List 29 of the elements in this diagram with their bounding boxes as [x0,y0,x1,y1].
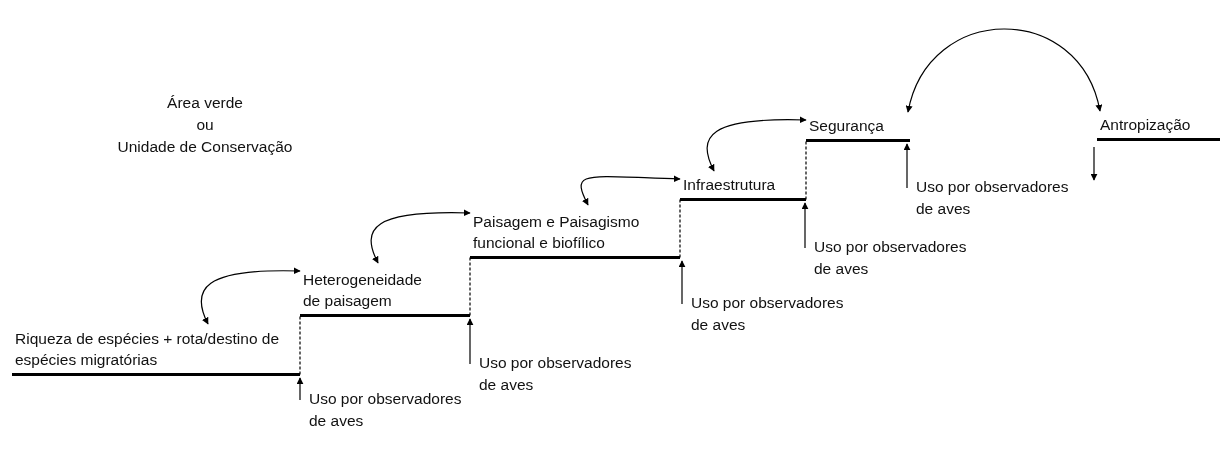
annotation-text: Uso por observadores de aves [479,353,633,395]
step-label: Segurança [809,116,885,136]
dashed-riser [299,314,301,376]
annotation-text: Uso por observadores de aves [814,237,968,279]
curved-arrow [370,209,471,264]
area-label: Unidade de Conservação [116,137,294,157]
step-label: Infraestrutura [683,175,777,195]
area-label: Área verde [166,93,244,113]
arrow [1090,146,1098,181]
step-label: Paisagem e Paisagismo funcional e biofílico [473,212,641,253]
arrow [678,260,686,305]
arrow [801,202,809,249]
curved-arrow [580,175,681,206]
dashed-riser [469,256,471,317]
dashed-riser [679,198,681,259]
curved-arrow [906,28,1102,113]
step-label: Heterogeneidade de paisagem [303,270,423,311]
annotation-text: Uso por observadores de aves [309,389,463,431]
dashed-riser [805,139,807,201]
annotation-text: Uso por observadores de aves [691,293,845,335]
annotation-text: Uso por observadores de aves [916,177,1070,219]
arrow [466,318,474,365]
curved-arrow [200,267,301,325]
arrow [903,143,911,189]
area-label: ou [195,115,215,135]
step-label: Antropização [1100,115,1192,135]
arrow [296,377,304,401]
curved-arrow [706,116,807,172]
step-label: Riqueza de espécies + rota/destino de espécies migratórias [15,329,281,370]
